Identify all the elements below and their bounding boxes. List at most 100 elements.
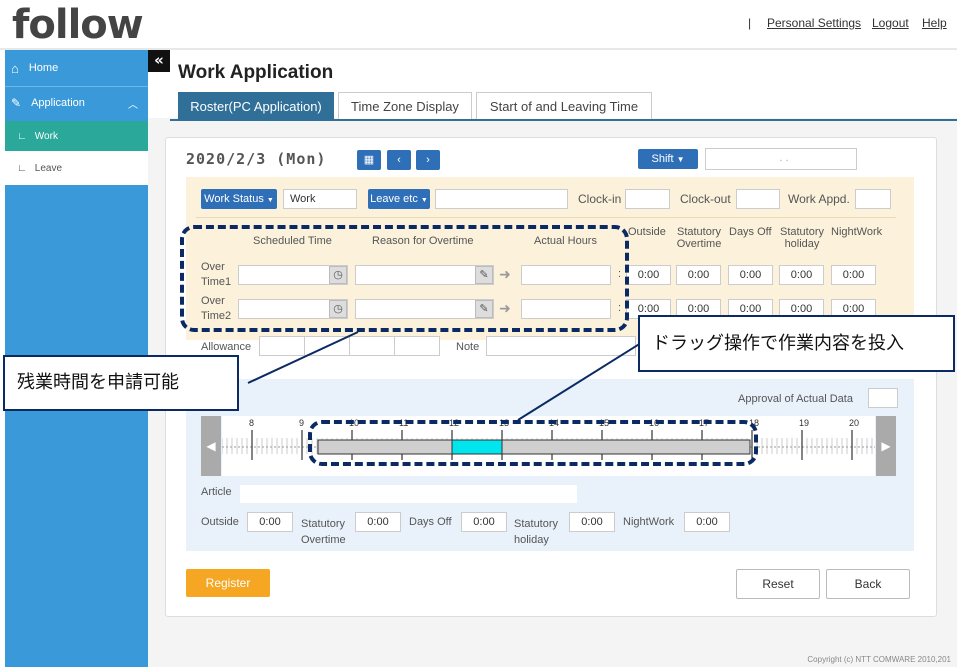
approval-field[interactable]	[868, 388, 898, 408]
overtime1-nightwork[interactable]: 0:00	[831, 265, 876, 285]
leave-dropdown[interactable]: Leave etc ▼	[368, 189, 430, 209]
timeline-scroll-right[interactable]: ▶	[876, 416, 896, 476]
callout-overtime: 残業時間を申請可能	[3, 355, 239, 411]
article-field[interactable]	[239, 484, 578, 504]
arrow-right-icon: ➜	[499, 266, 511, 282]
note-label: Note	[456, 341, 480, 353]
hour-tick-label: 18	[749, 418, 760, 428]
edit-icon: ✎	[11, 96, 22, 110]
shift-dropdown[interactable]: Shift ▼	[638, 149, 698, 169]
timeline-scroll-left[interactable]: ◀	[201, 416, 221, 476]
clock-icon[interactable]: ◷	[329, 266, 347, 284]
timeline-ruler	[222, 430, 875, 460]
work-status-field[interactable]: Work	[283, 189, 357, 209]
overtime2-actual-field[interactable]	[521, 299, 611, 319]
overtime2-scheduled-field[interactable]	[238, 299, 348, 319]
calendar-icon: ▦	[363, 154, 375, 166]
overtime2-reason-field[interactable]	[355, 299, 494, 319]
hour-tick-label: 20	[849, 418, 860, 428]
caret-down-icon: ▼	[266, 197, 274, 204]
days-off-header: Days Off	[729, 226, 772, 238]
header-divider	[0, 48, 957, 50]
total-statutory-overtime[interactable]: 0:00	[355, 512, 401, 532]
work-appd-field[interactable]	[855, 189, 891, 209]
label-line: Over	[201, 295, 225, 307]
next-day-button[interactable]: ›	[416, 150, 440, 170]
clock-out-label: Clock-out	[680, 192, 731, 206]
sidebar-item-leave[interactable]: ∟ Leave	[5, 151, 148, 185]
label-line: Time2	[201, 310, 232, 322]
sidebar-item-application[interactable]: ✎ Application ︿	[5, 90, 148, 116]
sidebar-item-label: Application	[31, 97, 85, 109]
label-line: Statutory	[301, 518, 346, 530]
overtime1-actual-field[interactable]	[521, 265, 611, 285]
sidebar-item-label: Work	[34, 130, 58, 142]
leave-label: Leave etc	[370, 193, 418, 205]
clock-icon[interactable]: ◷	[329, 300, 347, 318]
colon: :	[618, 302, 622, 314]
overtime1-statutory-overtime[interactable]: 0:00	[676, 265, 721, 285]
header-line: Statutory	[676, 226, 722, 238]
label-line: Over	[201, 261, 225, 273]
current-date: 2020/2/3 (Mon)	[186, 150, 327, 168]
hour-tick-label: 9	[299, 418, 305, 428]
caret-down-icon: ▼	[420, 197, 428, 204]
tab-start-leaving-time[interactable]: Start of and Leaving Time	[476, 92, 652, 120]
overtime1-days-off[interactable]: 0:00	[728, 265, 773, 285]
total-days-off[interactable]: 0:00	[461, 512, 507, 532]
reset-button[interactable]: Reset	[736, 569, 820, 599]
work-status-dropdown[interactable]: Work Status ▼	[201, 189, 277, 209]
header-line: Overtime	[676, 238, 722, 250]
overtime1-statutory-holiday[interactable]: 0:00	[779, 265, 824, 285]
header-line: Statutory	[779, 226, 825, 238]
total-statutory-holiday[interactable]: 0:00	[569, 512, 615, 532]
calendar-button[interactable]: ▦	[357, 150, 381, 170]
leave-field[interactable]	[435, 189, 568, 209]
edit-note-icon[interactable]: ✎	[475, 266, 493, 284]
drag-segment-work[interactable]	[451, 439, 503, 455]
tab-underline	[170, 119, 957, 121]
personal-settings-link[interactable]: Personal Settings	[767, 16, 862, 30]
clock-in-field[interactable]	[625, 189, 670, 209]
overtime1-scheduled-field[interactable]	[238, 265, 348, 285]
nightwork-header: NightWork	[831, 226, 883, 238]
overtime2-outside[interactable]: 0:00	[626, 299, 671, 319]
edit-note-icon[interactable]: ✎	[475, 300, 493, 318]
scheduled-time-header: Scheduled Time	[253, 235, 332, 247]
logout-link[interactable]: Logout	[872, 16, 909, 30]
shift-label: Shift	[651, 153, 674, 165]
tab-time-zone-display[interactable]: Time Zone Display	[338, 92, 472, 120]
clock-out-field[interactable]	[736, 189, 780, 209]
drag-bar[interactable]	[317, 439, 751, 455]
back-button[interactable]: Back	[826, 569, 910, 599]
label-line: Overtime	[301, 534, 346, 546]
overtime1-reason-field[interactable]	[355, 265, 494, 285]
sidebar-item-home[interactable]: ⌂ Home	[5, 56, 148, 80]
label-line: Time1	[201, 276, 232, 288]
collapse-sidebar-button[interactable]: «	[148, 50, 170, 72]
toplink-separator: |	[748, 16, 752, 30]
prev-day-button[interactable]: ‹	[387, 150, 411, 170]
work-appd-label: Work Appd.	[788, 192, 850, 206]
sidebar-item-label: Home	[28, 62, 59, 74]
allowance-field-4[interactable]	[394, 336, 440, 356]
sub-item-marker-icon: ∟	[17, 130, 27, 142]
sidebar-item-work[interactable]: ∟ Work	[5, 121, 148, 151]
total-nightwork[interactable]: 0:00	[684, 512, 730, 532]
total-outside[interactable]: 0:00	[247, 512, 293, 532]
overtime2-statutory-overtime[interactable]: 0:00	[676, 299, 721, 319]
register-button[interactable]: Register	[186, 569, 270, 597]
overtime2-statutory-holiday[interactable]: 0:00	[779, 299, 824, 319]
label-line: holiday	[514, 534, 549, 546]
total-outside-label: Outside	[201, 516, 239, 528]
sidebar-item-label: Leave	[34, 162, 63, 174]
help-link[interactable]: Help	[922, 16, 947, 30]
tab-roster[interactable]: Roster(PC Application)	[178, 92, 334, 120]
shift-field[interactable]: . .	[705, 148, 857, 170]
callout-drag: ドラッグ操作で作業内容を投入	[638, 315, 955, 372]
total-days-off-label: Days Off	[409, 516, 452, 528]
